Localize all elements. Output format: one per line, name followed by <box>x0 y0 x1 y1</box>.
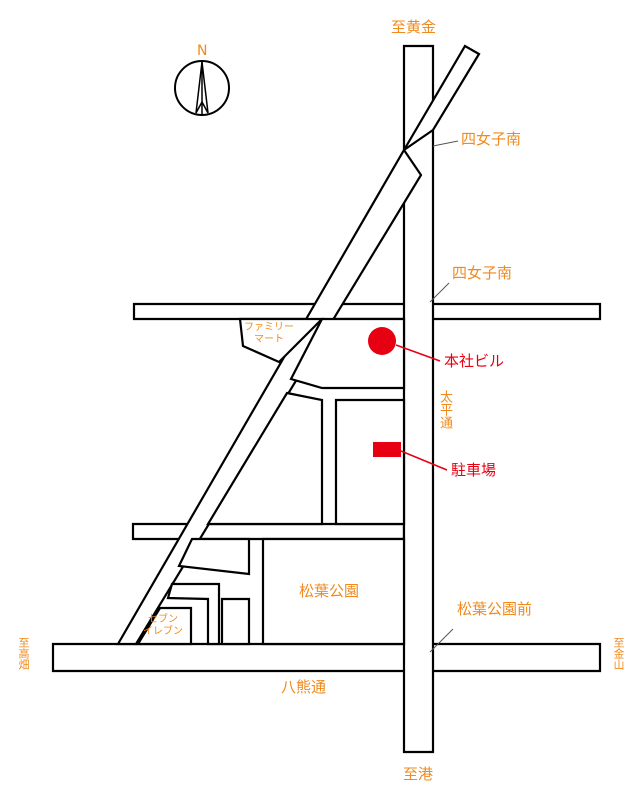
intersection-lower: 松葉公園前 <box>457 600 533 618</box>
leader-lower <box>429 628 454 653</box>
head-office-label: 本社ビル <box>444 352 505 370</box>
head-office-leader <box>395 344 441 362</box>
road-northeast-branch <box>403 44 481 151</box>
road-main-diagonal <box>116 147 423 646</box>
familymart-label-line2: マート <box>254 334 284 345</box>
block-small-2 <box>166 582 221 646</box>
street-taihei: 太平通 <box>437 390 452 429</box>
leader-upper <box>432 140 459 147</box>
road-middle-horizontal <box>131 522 406 541</box>
north-arrow-icon <box>174 60 230 116</box>
block-familymart <box>238 317 325 364</box>
head-office-marker <box>368 327 396 355</box>
street-yakuma: 八熊通 <box>281 678 327 696</box>
seven-eleven-label-line2: イレブン <box>143 626 183 637</box>
block-west-mid <box>206 391 324 526</box>
park-label: 松葉公園 <box>299 582 360 600</box>
direction-east: 至金山 <box>612 637 625 670</box>
parking-label: 駐車場 <box>451 461 497 479</box>
block-small-1 <box>177 537 251 576</box>
familymart-label: ファミリー マート <box>244 322 294 346</box>
seven-eleven-label: セブン イレブン <box>143 614 183 638</box>
direction-south: 至港 <box>403 765 434 783</box>
parking-leader <box>400 450 448 471</box>
block-park <box>261 537 406 646</box>
direction-west: 至高畑 <box>17 637 30 670</box>
leader-middle <box>429 282 450 303</box>
parking-marker <box>373 442 401 457</box>
road-yakuma-dori <box>51 642 602 673</box>
familymart-label-line1: ファミリー <box>244 322 294 333</box>
seven-eleven-label-line1: セブン <box>148 614 178 625</box>
block-parking <box>334 398 406 526</box>
road-taihei-dori <box>402 44 435 754</box>
block-seven-eleven <box>136 606 193 646</box>
road-upper-horizontal <box>132 302 602 321</box>
direction-north: 至黄金 <box>391 18 437 36</box>
compass-letter: N <box>197 43 208 59</box>
block-small-3 <box>220 597 251 646</box>
intersection-upper: 四女子南 <box>461 130 522 148</box>
intersection-middle: 四女子南 <box>452 264 513 282</box>
